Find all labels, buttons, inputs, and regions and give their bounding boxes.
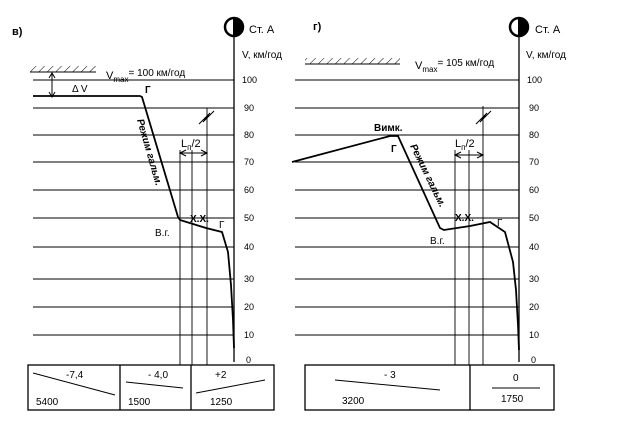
tick-label: 60 xyxy=(244,185,254,195)
speed-limit-hatch xyxy=(305,58,400,64)
length-value: 5400 xyxy=(36,397,59,408)
station-label: Ст. А xyxy=(249,24,275,36)
tick-label: 100 xyxy=(527,75,542,85)
guide-lines xyxy=(454,106,484,365)
speed-tick-labels: 0 10 20 30 40 50 60 70 80 90 100 xyxy=(527,75,542,365)
xx-label: Х.Х. xyxy=(190,214,209,225)
profile-table-g: - 3 3200 0 1750 xyxy=(304,364,555,411)
grade-line xyxy=(125,381,184,389)
grade-line xyxy=(32,372,116,396)
station-icon xyxy=(223,16,245,38)
station-icon xyxy=(508,16,530,38)
vg-label: В.г. xyxy=(430,236,445,247)
speed-gridlines xyxy=(33,79,234,336)
vmax-label: Vmax= 100 км/год xyxy=(106,68,185,84)
tick-label: 100 xyxy=(242,75,257,85)
grade-value: - 4,0 xyxy=(148,370,168,381)
speed-axis-label: V, км/год xyxy=(242,50,282,61)
vmax-label: Vmax= 105 км/год xyxy=(415,58,494,74)
grade-line xyxy=(195,379,266,394)
panel-v: в) Ст. А V, км/год 0 10 20 xyxy=(12,16,282,365)
ln-label: Lп/2 xyxy=(455,138,475,152)
break-mark xyxy=(198,110,215,125)
tick-label: 30 xyxy=(244,274,254,284)
speed-axis-label: V, км/год xyxy=(526,50,566,61)
panel-g: г) Ст. А V, км/год 0 10 20 30 40 xyxy=(291,16,566,365)
length-value: 1250 xyxy=(210,397,233,408)
tick-label: 60 xyxy=(529,185,539,195)
tick-label: 90 xyxy=(244,103,254,113)
length-value: 1750 xyxy=(501,394,524,405)
tick-label: 20 xyxy=(529,302,539,312)
tick-label: 10 xyxy=(529,330,539,340)
tick-label: 0 xyxy=(531,355,536,365)
xx-label: Х.Х. xyxy=(455,213,474,224)
point-g2-label: Г xyxy=(497,218,503,229)
vymk-label: Вимк. xyxy=(374,123,403,134)
speed-curve xyxy=(33,95,235,349)
delta-v-label: Δ V xyxy=(72,84,88,95)
panel-letter: г) xyxy=(313,21,322,33)
speed-curve xyxy=(291,135,520,351)
tick-label: 20 xyxy=(244,302,254,312)
tick-label: 40 xyxy=(529,242,539,252)
tick-label: 70 xyxy=(529,157,539,167)
tick-label: 0 xyxy=(246,355,251,365)
tick-label: 50 xyxy=(244,213,254,223)
grade-value: 0 xyxy=(513,373,519,384)
ln-label: Lп/2 xyxy=(181,138,201,152)
guide-lines xyxy=(179,108,208,365)
tick-label: 10 xyxy=(244,330,254,340)
point-g-label: Г xyxy=(145,85,151,96)
tick-label: 70 xyxy=(244,157,254,167)
point-g-label: Г xyxy=(391,144,397,155)
tick-label: 50 xyxy=(529,213,539,223)
profile-table-v: -7,4 5400 - 4,0 1500 +2 1250 xyxy=(27,364,275,411)
length-value: 1500 xyxy=(128,397,151,408)
length-value: 3200 xyxy=(342,396,365,407)
grade-value: -7,4 xyxy=(66,370,84,381)
tick-label: 40 xyxy=(244,242,254,252)
grade-value: +2 xyxy=(215,370,227,381)
grade-line xyxy=(334,379,441,391)
tick-label: 30 xyxy=(529,274,539,284)
tick-label: 80 xyxy=(244,130,254,140)
panel-letter: в) xyxy=(12,26,23,38)
tick-label: 90 xyxy=(529,103,539,113)
speed-limit-hatch xyxy=(30,66,96,72)
tick-label: 80 xyxy=(529,130,539,140)
station-label: Ст. А xyxy=(535,24,561,36)
vg-label: В.г. xyxy=(155,228,170,239)
grade-value: - 3 xyxy=(384,370,396,381)
speed-tick-labels: 0 10 20 30 40 50 60 70 80 90 100 xyxy=(242,75,257,365)
point-g2-label: Г xyxy=(219,220,225,231)
break-mark xyxy=(475,110,492,125)
speed-gridlines xyxy=(295,79,519,336)
